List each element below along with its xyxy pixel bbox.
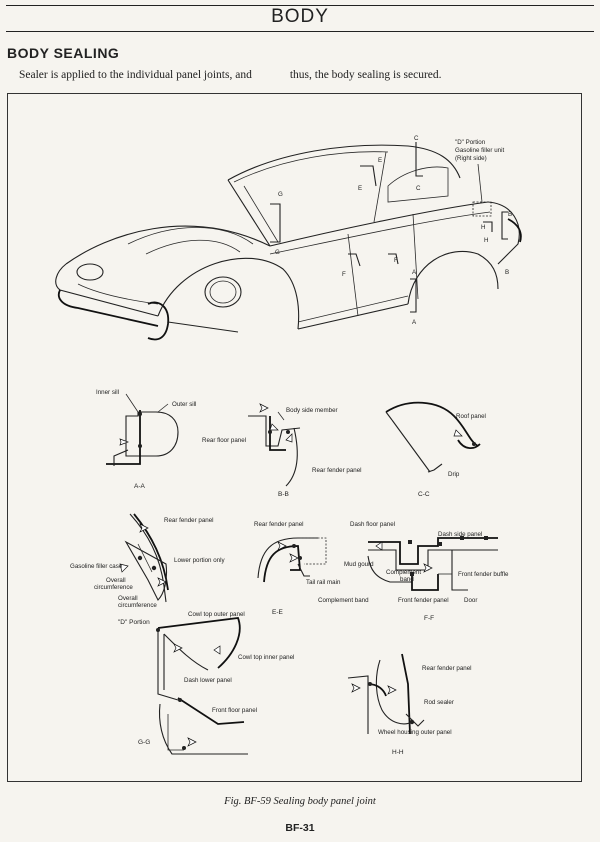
section-h-h: Rear fender panel Rod sealer Wheel housi… [347, 653, 472, 756]
cut-letter-c-bottom: C [416, 185, 421, 192]
d-portion-label-2: Gasoline filler unit [455, 147, 504, 154]
section-name-f-f: F-F [424, 615, 434, 622]
label-wheel-housing-outer-panel: Wheel housing outer panel [378, 729, 452, 736]
intro-text-2: thus, the body sealing is secured. [289, 69, 442, 81]
label-mud-gourd: Mud gourd [344, 561, 374, 568]
figure-frame: C E E C G G F F A A B B H H "D" Portion … [7, 93, 582, 782]
section-e-e: Rear fender panel Tail rail main E-E [254, 521, 341, 616]
label-dash-side-panel: Dash side panel [438, 531, 482, 538]
cut-letter-h-top: H [481, 224, 485, 231]
section-name-c-c: C-C [418, 491, 430, 498]
label-outer-sill: Outer sill [172, 401, 196, 408]
cut-letter-g-bottom: G [275, 249, 280, 256]
label-body-side-member: Body side member [286, 407, 338, 414]
label-dash-floor-panel: Dash floor panel [350, 521, 395, 528]
label-rear-fender-panel-bb: Rear fender panel [312, 467, 362, 474]
label-front-floor-panel: Front floor panel [212, 707, 257, 714]
header-bottom-rule [6, 31, 594, 32]
label-band-a: band [400, 576, 414, 583]
label-roof-panel: Roof panel [456, 413, 486, 420]
label-complement-band: Complement band [318, 597, 369, 604]
label-front-fender-buffle: Front fender buffle [458, 571, 509, 578]
label-gasoline-filler-case: Gasoline filler case [70, 563, 123, 570]
label-rear-fender-panel-hh: Rear fender panel [422, 665, 472, 672]
section-name-b-b: B-B [278, 491, 289, 498]
section-name-a-a: A-A [134, 483, 146, 490]
cut-letter-g-top: G [278, 191, 283, 198]
cut-letter-a-bottom: A [412, 319, 417, 326]
cut-letter-b-bottom: B [505, 269, 509, 276]
section-g-g: Cowl top outer panel Cowl top inner pane… [138, 611, 294, 755]
label-rear-fender-panel-ee: Rear fender panel [254, 521, 304, 528]
label-rear-fender-panel-d: Rear fender panel [164, 517, 214, 524]
label-door: Door [464, 597, 477, 604]
section-b-b: Body side member Rear floor panel Rear f… [202, 403, 362, 498]
cut-letter-e-bottom: E [358, 185, 362, 192]
cut-letter-c-top: C [414, 135, 419, 142]
cut-letter-f-left: F [342, 271, 346, 278]
intro-paragraph: Sealer is applied to the individual pane… [19, 69, 442, 81]
page-number: BF-31 [285, 822, 315, 834]
page-header-title: BODY [271, 6, 329, 27]
label-overall-2a: Overall [118, 595, 138, 602]
label-cowl-top-outer-panel: Cowl top outer panel [188, 611, 245, 618]
label-drip: Drip [448, 471, 460, 478]
cut-letter-b-top: B [508, 211, 512, 218]
section-name-e-e: E-E [272, 609, 284, 616]
label-overall-1a: Overall [106, 577, 126, 584]
d-portion-label-1: "D" Portion [455, 139, 486, 146]
label-rod-sealer: Rod sealer [424, 699, 454, 706]
label-cowl-top-inner-panel: Cowl top inner panel [238, 654, 294, 661]
d-portion-label-3: (Right side) [455, 155, 487, 162]
section-name-d-portion: "D" Portion [118, 619, 150, 626]
label-lower-portion-only: Lower portion only [174, 557, 225, 564]
section-name-h-h: H-H [392, 749, 404, 756]
label-dash-lower-panel: Dash lower panel [184, 677, 232, 684]
section-c-c: Roof panel Drip C-C [385, 401, 486, 498]
cut-letter-a-top: A [412, 269, 417, 276]
cut-letter-h-bottom: H [484, 237, 488, 244]
label-front-fender-panel: Front fender panel [398, 597, 449, 604]
section-title: BODY SEALING [7, 45, 120, 61]
section-d-portion: Rear fender panel Gasoline filler case L… [70, 513, 225, 626]
cut-letter-e-top: E [378, 157, 382, 164]
label-rear-floor-panel-bb: Rear floor panel [202, 437, 246, 444]
label-circumference-2b: circumference [118, 602, 157, 609]
section-f-f: Dash floor panel Dash side panel Mud gou… [318, 521, 509, 622]
section-a-a: Inner sill Outer sill A-A [96, 389, 196, 490]
body-sealing-illustration: C E E C G G F F A A B B H H "D" Portion … [55, 135, 522, 756]
label-circumference-1b: circumference [94, 584, 133, 591]
label-complement-a: Complement [386, 569, 421, 576]
label-inner-sill: Inner sill [96, 389, 119, 396]
car-main-view: C E E C G G F F A A B B H H "D" Portion … [55, 135, 522, 341]
intro-text-1: Sealer is applied to the individual pane… [19, 69, 252, 81]
figure-caption: Fig. BF-59 Sealing body panel joint [224, 796, 376, 807]
label-tail-rail-main: Tail rail main [306, 579, 341, 586]
cut-letter-f-right: F [394, 257, 398, 264]
section-name-g-g: G-G [138, 739, 150, 746]
header-top-rule [6, 5, 594, 6]
